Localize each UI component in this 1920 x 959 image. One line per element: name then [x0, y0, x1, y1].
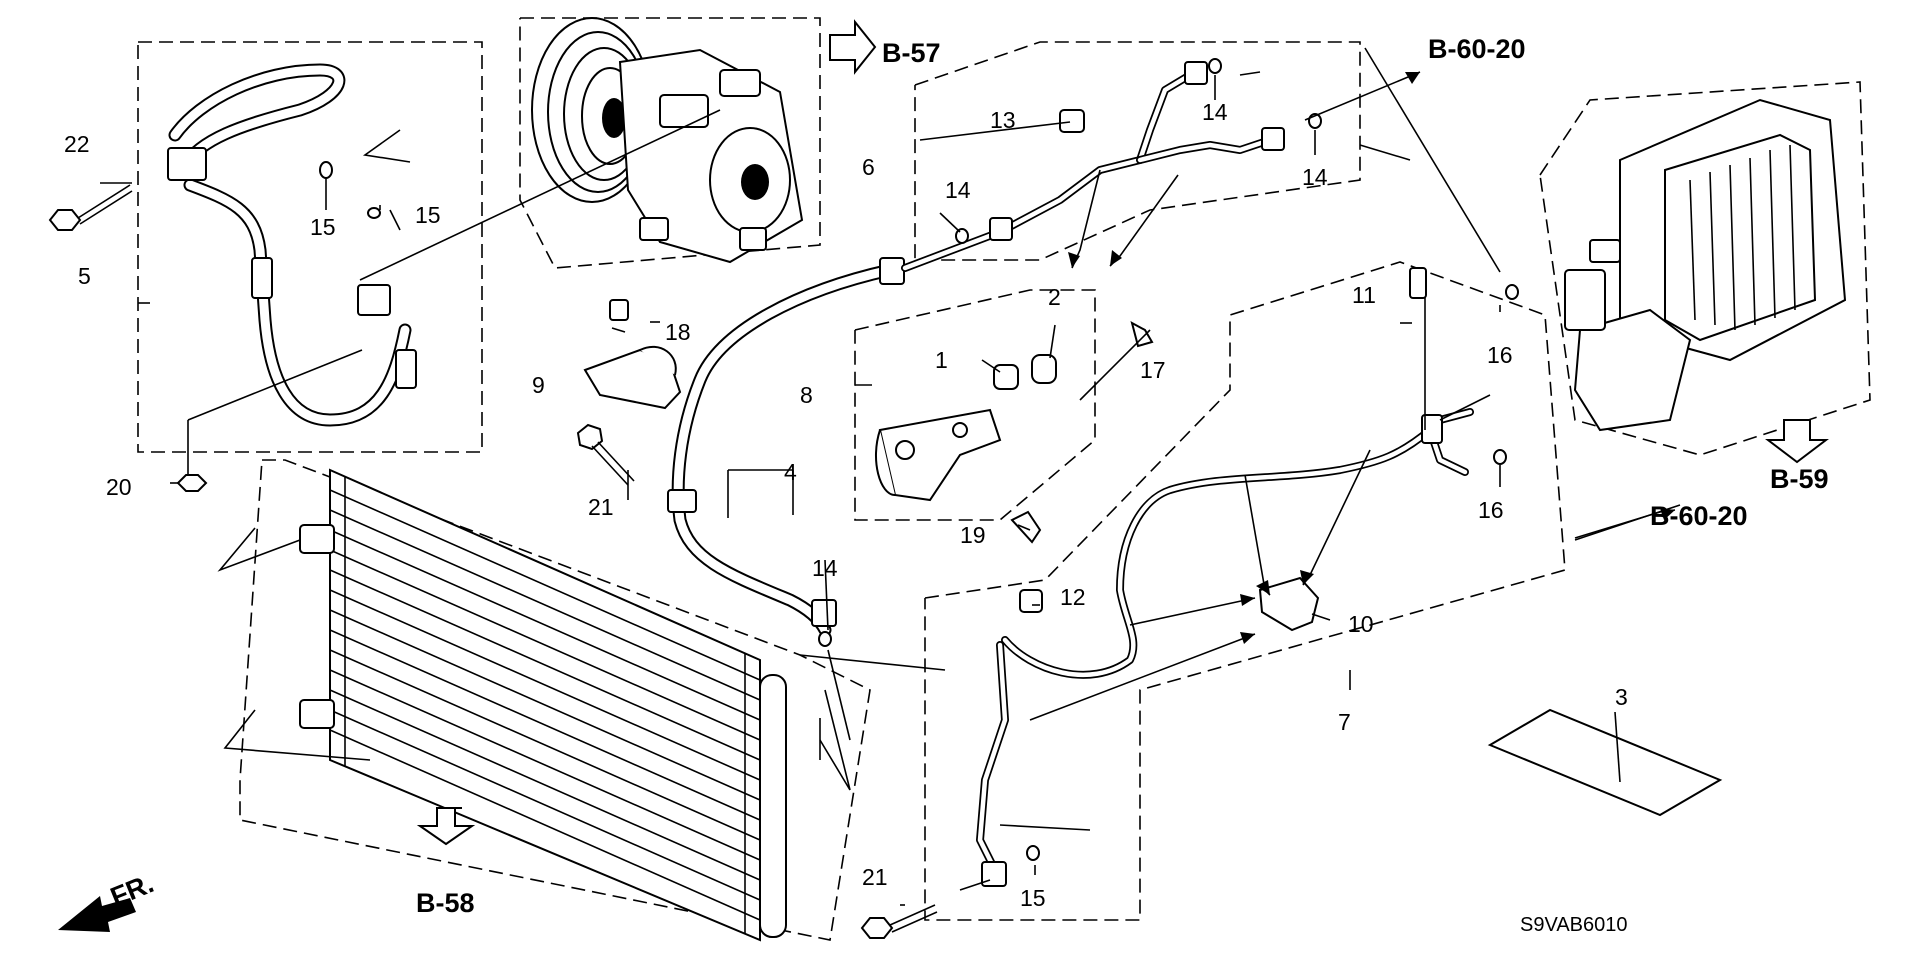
- diagram-code: S9VAB6010: [1520, 914, 1628, 936]
- condenser-icon: [299, 468, 787, 942]
- part-number-17: 17: [1140, 357, 1166, 383]
- part-number-10: 10: [1348, 611, 1374, 637]
- part-number-20: 20: [106, 474, 132, 500]
- part-number-14b: 14: [1202, 99, 1228, 125]
- part-number-19: 19: [960, 522, 986, 548]
- ref-b58: B-58: [416, 888, 475, 918]
- part-number-15b: 15: [415, 202, 441, 228]
- part-number-5: 5: [78, 263, 91, 289]
- part-number-21b: 21: [862, 864, 888, 890]
- suction-hose: [667, 257, 905, 637]
- part-number-18: 18: [665, 319, 691, 345]
- bracket-assembly: [874, 408, 1002, 502]
- part-number-16b: 16: [1478, 497, 1504, 523]
- reference-arrow-icon: [416, 19, 1829, 846]
- arrowheads: [1068, 72, 1675, 644]
- liquid-pipe: [976, 408, 1474, 887]
- part-number-16a: 16: [1487, 342, 1513, 368]
- bolt-22: [48, 184, 133, 231]
- clamp-10: [1258, 576, 1320, 632]
- part-number-4: 4: [784, 459, 797, 485]
- part-number-1: 1: [935, 347, 948, 373]
- front-arrow-icon: [58, 896, 136, 932]
- part-number-6: 6: [862, 154, 875, 180]
- part-number-12: 12: [1060, 584, 1086, 610]
- nut-20: [176, 474, 208, 492]
- clamp-9: [583, 345, 682, 410]
- bolt-21-left: [576, 423, 635, 486]
- part-number-3: 3: [1615, 684, 1628, 710]
- compressor-icon: [531, 17, 804, 264]
- part-number-labels: 22 5 15 15 20 9 18 21 13 6 14 14 14 14 4…: [64, 99, 1628, 911]
- part-number-15c: 15: [1020, 885, 1046, 911]
- part-number-21a: 21: [588, 494, 614, 520]
- label-sheet: [1487, 708, 1723, 817]
- reference-labels: B-57 B-60-20 B-59 B-60-20 B-58: [416, 34, 1829, 918]
- front-marker: FR.: [106, 868, 158, 912]
- evaporator-unit-icon: [1564, 98, 1847, 432]
- part-number-11: 11: [1352, 282, 1376, 308]
- part-number-14c: 14: [1302, 164, 1328, 190]
- suction-pipe: [901, 61, 1285, 272]
- ref-b6020-top: B-60-20: [1428, 34, 1526, 64]
- group-outlines: [137, 17, 1871, 941]
- part-number-2: 2: [1048, 284, 1061, 310]
- ref-b6020-right: B-60-20: [1650, 501, 1748, 531]
- part-number-13: 13: [990, 107, 1016, 133]
- bolt-21-bottom: [860, 904, 938, 939]
- part-number-7: 7: [1338, 709, 1351, 735]
- part-number-15a: 15: [310, 214, 336, 240]
- ref-b57: B-57: [882, 38, 941, 68]
- ref-b59: B-59: [1770, 464, 1829, 494]
- part-number-22: 22: [64, 131, 90, 157]
- part-number-14d: 14: [812, 555, 838, 581]
- part-number-8: 8: [800, 382, 813, 408]
- discharge-hose: [167, 63, 417, 427]
- fittings: [609, 109, 1427, 613]
- part-number-14a: 14: [945, 177, 971, 203]
- part-number-9: 9: [532, 372, 545, 398]
